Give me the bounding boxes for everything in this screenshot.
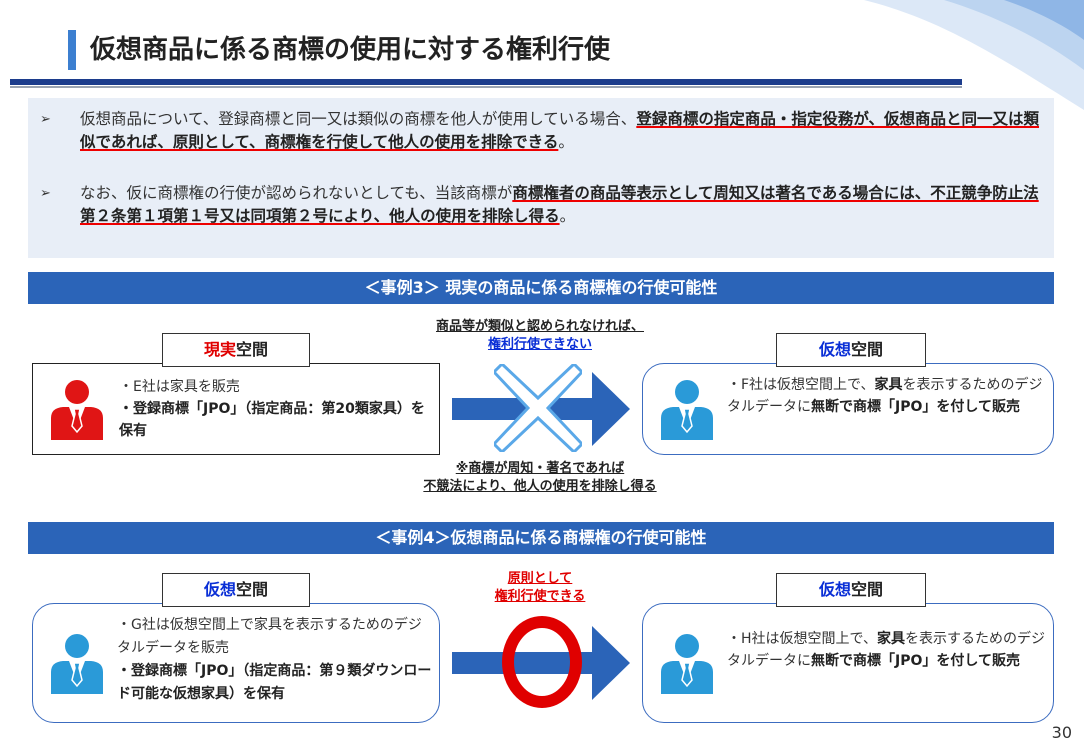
person-icon (51, 634, 103, 694)
case4-note-top: 原則として 権利行使できる (420, 570, 660, 606)
case3-left-line2: ・登録商標「JPO」（指定商品：第20類家具）を保有 (119, 401, 425, 439)
case3-left-text: ・E社は家具を販売 ・登録商標「JPO」（指定商品：第20類家具）を保有 (119, 376, 429, 442)
case4-left-line2: ・登録商標「JPO」（指定商品：第９類ダウンロード可能な仮想家具）を保有 (117, 663, 432, 702)
right-arrow-icon (452, 626, 630, 700)
bullet-1-text: 仮想商品について、登録商標と同一又は類似の商標を他人が使用している場合、 (80, 110, 637, 128)
bullet-1-emphasis: 登録商標の指定商品・指定役務が、仮想商品と同一又は類似であれば、原則として、商標… (80, 110, 1040, 151)
case3-header: ＜事例3＞ 現実の商品に係る商標権の行使可能性 (28, 272, 1054, 304)
bullet-1-end: 。 (558, 133, 574, 151)
page-title: 仮想商品に係る商標の使用に対する権利行使 (90, 35, 611, 65)
bullet-2-text: なお、仮に商標権の行使が認められないとしても、当該商標が (80, 184, 513, 202)
case3-left-label: 現実空間 (162, 333, 310, 367)
arrow-bullet-icon: ➢ (40, 186, 51, 201)
title-rule-secondary (10, 86, 962, 88)
person-icon (51, 380, 103, 440)
case3-right-panel: ・F社は仮想空間上で、家具を表示するためのデジタルデータに無断で商標「JPO」を… (642, 363, 1054, 455)
case3-left-line1: ・E社は家具を販売 (119, 379, 240, 395)
person-icon (661, 634, 713, 694)
arrow-bullet-icon: ➢ (40, 112, 51, 127)
case4-header: ＜事例4＞仮想商品に係る商標権の行使可能性 (28, 522, 1054, 554)
case4-note-top-line2: 権利行使できる (494, 589, 586, 604)
cross-icon (494, 364, 582, 452)
case3-note-bottom-line1: ※商標が周知・著名であれば (455, 461, 625, 476)
case4-left-text: ・G社は仮想空間上で家具を表示するためのデジタルデータを販売 ・登録商標「JPO… (117, 614, 433, 706)
person-icon (661, 380, 713, 440)
case3-left-panel: ・E社は家具を販売 ・登録商標「JPO」（指定商品：第20類家具）を保有 (32, 363, 440, 455)
summary-bullet-1: ➢ 仮想商品について、登録商標と同一又は類似の商標を他人が使用している場合、登録… (40, 108, 1040, 154)
page-number: 30 (1051, 723, 1072, 742)
title-rule (10, 79, 962, 85)
case4-left-line1: ・G社は仮想空間上で家具を表示するためのデジタルデータを販売 (117, 617, 422, 656)
case3-note-bottom: ※商標が周知・著名であれば 不競法により、他人の使用を排除し得る (370, 460, 710, 496)
case3-note-bottom-line2: 不競法により、他人の使用を排除し得る (423, 479, 657, 494)
case4-right-panel: ・H社は仮想空間上で、家具を表示するためのデジタルデータに無断で商標「JPO」を… (642, 603, 1054, 723)
case4-right-label: 仮想空間 (776, 573, 926, 607)
case3-note-top-line1: 商品等が類似と認められなければ、 (435, 319, 644, 334)
case3-note-top-line2: 権利行使できない (487, 337, 592, 352)
bullet-2-end: 。 (559, 207, 576, 225)
case4-left-label: 仮想空間 (162, 573, 310, 607)
case4-note-top-line1: 原則として (507, 571, 573, 586)
case3-note-top: 商品等が類似と認められなければ、 権利行使できない (380, 318, 700, 354)
title-accent-bar (68, 30, 76, 70)
case3-right-text: ・F社は仮想空間上で、家具を表示するためのデジタルデータに無断で商標「JPO」を… (727, 377, 1043, 415)
case3-right-label: 仮想空間 (776, 333, 926, 367)
case4-right-text: ・H社は仮想空間上で、家具を表示するためのデジタルデータに無断で商標「JPO」を… (727, 631, 1045, 669)
summary-box: ➢ 仮想商品について、登録商標と同一又は類似の商標を他人が使用している場合、登録… (28, 98, 1054, 258)
summary-bullet-2: ➢ なお、仮に商標権の行使が認められないとしても、当該商標が商標権者の商品等表示… (40, 182, 1040, 228)
case4-left-panel: ・G社は仮想空間上で家具を表示するためのデジタルデータを販売 ・登録商標「JPO… (32, 603, 440, 723)
circle-icon (502, 616, 582, 708)
bullet-2-emphasis: 商標権者の商品等表示として周知又は著名である場合には、不正競争防止法第２条第１項… (80, 184, 1039, 225)
